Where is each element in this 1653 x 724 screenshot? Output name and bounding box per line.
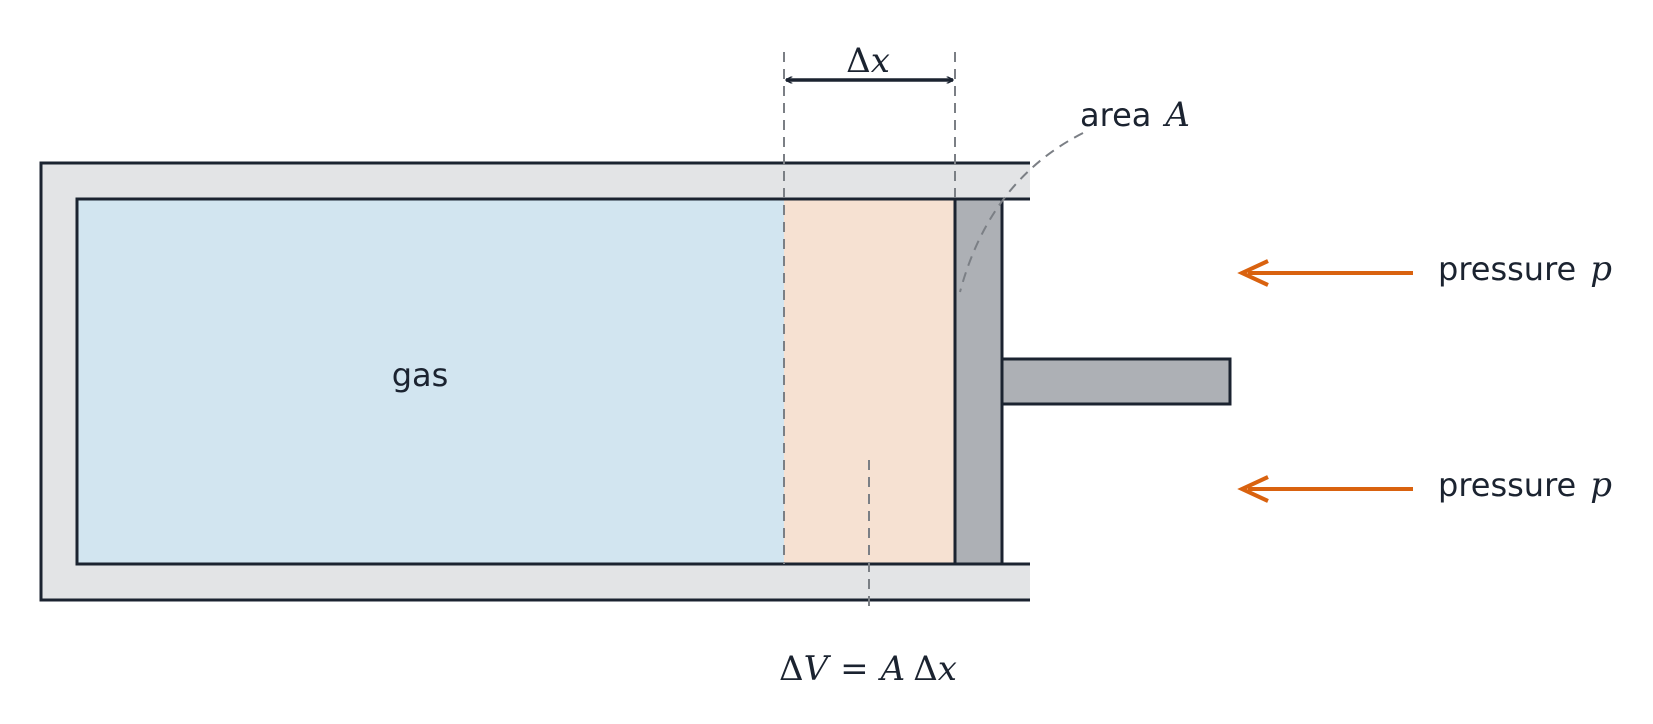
delta-x-label: Δx <box>846 41 890 81</box>
piston-rod <box>1000 357 1232 406</box>
area-leader <box>959 132 1084 293</box>
pressure-label-lower: pressure p <box>1438 465 1612 505</box>
swept-volume-region <box>784 199 955 564</box>
area-label: area A <box>1080 95 1190 135</box>
delta-v-equation: ΔV = A Δx <box>779 649 957 689</box>
gas-region <box>77 199 784 564</box>
piston-head <box>953 197 1004 566</box>
gas-label: gas <box>392 356 449 394</box>
pressure-arrow-lower <box>1237 475 1413 503</box>
pressure-label-upper: pressure p <box>1438 249 1612 289</box>
cylinder-inner-lines <box>75 197 1030 566</box>
pressure-arrow-upper <box>1237 259 1413 287</box>
